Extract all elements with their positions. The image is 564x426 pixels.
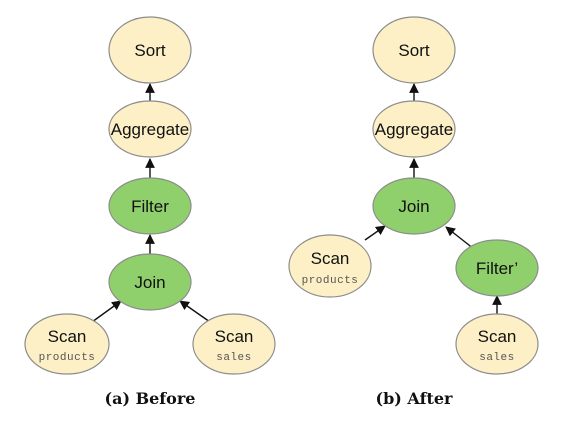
node-filter-label: Filter — [131, 197, 169, 216]
panel-before: Sort Aggregate Filter Join Scan products… — [24, 16, 276, 408]
node-aggregate-label: Aggregate — [111, 120, 189, 139]
node-scan-sales-after: Scan sales — [455, 313, 539, 375]
edge-filter-prime-to-join-after — [445, 226, 475, 250]
node-aggregate-after: Aggregate — [372, 100, 456, 158]
node-filter-prime-label: Filter’ — [476, 259, 518, 278]
node-sort-label: Sort — [134, 41, 165, 60]
node-scan-sales: Scan sales — [192, 313, 276, 375]
node-scan-products-after-table: products — [302, 275, 359, 287]
node-scan-products: Scan products — [24, 313, 110, 375]
node-filter-prime: Filter’ — [455, 239, 539, 297]
node-sort-after-label: Sort — [398, 41, 429, 60]
node-aggregate-after-label: Aggregate — [375, 120, 453, 139]
edge-scan-products-to-join-after — [364, 225, 386, 241]
edge-scan-sales-to-join — [179, 300, 211, 323]
node-sort-after: Sort — [372, 16, 456, 84]
node-scan-products-label: Scan — [48, 327, 87, 346]
node-scan-products-after-label: Scan — [311, 249, 350, 268]
node-join: Join — [108, 253, 192, 311]
node-scan-sales-after-label: Scan — [478, 327, 517, 346]
node-join-after-label: Join — [398, 197, 429, 216]
node-scan-products-table: products — [39, 352, 96, 364]
caption-after: (b) After — [376, 389, 453, 408]
node-join-label: Join — [134, 273, 165, 292]
caption-before: (a) Before — [105, 389, 196, 408]
node-filter: Filter — [108, 177, 192, 235]
panel-after: Sort Aggregate Join Scan products Filter… — [288, 16, 539, 408]
node-scan-sales-after-table: sales — [479, 352, 515, 364]
node-scan-sales-table: sales — [216, 352, 252, 364]
edge-scan-products-to-join — [91, 300, 122, 323]
node-sort: Sort — [108, 16, 192, 84]
node-join-after: Join — [372, 177, 456, 235]
node-aggregate: Aggregate — [108, 100, 192, 158]
node-scan-products-after: Scan products — [288, 234, 372, 298]
node-scan-sales-label: Scan — [215, 327, 254, 346]
